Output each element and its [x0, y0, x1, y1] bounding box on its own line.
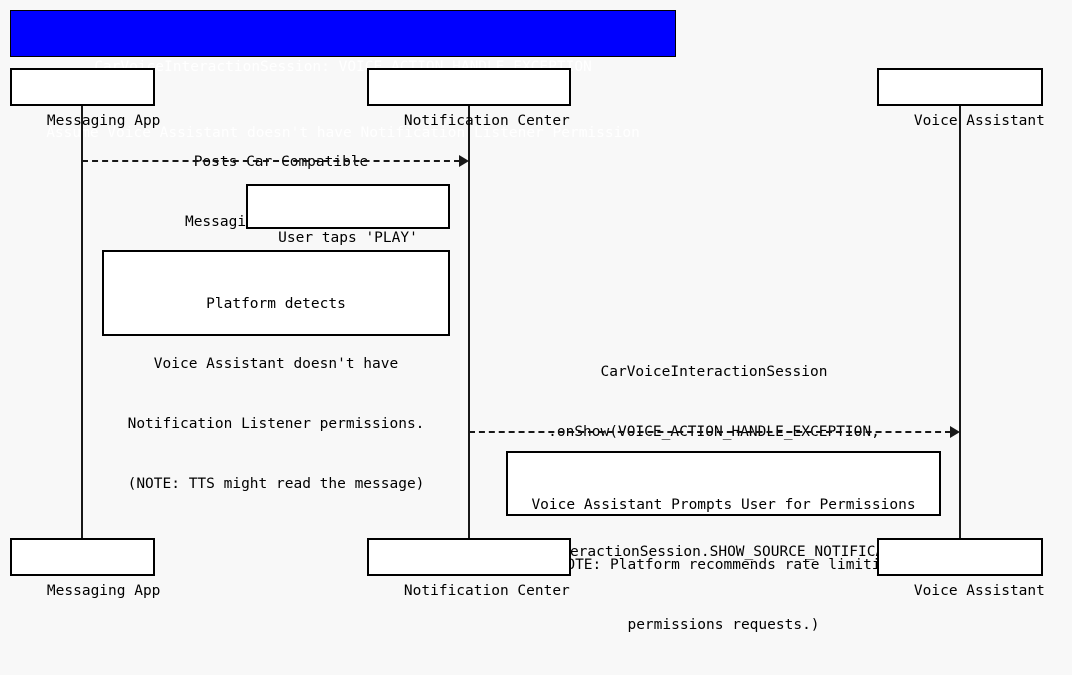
- note-platform-detects-line-3: Notification Listener permissions.: [127, 416, 425, 432]
- note-user-taps-play-line-1: User taps 'PLAY': [278, 230, 418, 246]
- note-platform-detects-line-2: Voice Assistant doesn't have: [153, 356, 399, 372]
- participant-head-messaging-app-label: Messaging App: [46, 113, 161, 129]
- message-label-onshow-call-line-4: VoiceInteractionSession.SHOW_SOURCE_NOTI…: [500, 544, 928, 560]
- note-prompts-user-line-1: Voice Assistant Prompts User for Permiss…: [531, 497, 916, 513]
- message-arrow-onshow-call: [469, 431, 951, 433]
- participant-foot-notification-center[interactable]: Notification Center: [367, 538, 571, 599]
- participant-foot-voice-assistant[interactable]: Voice Assistant: [877, 538, 1045, 599]
- diagram-title-line-2: Assume Voice Assistant doesn't have Noti…: [46, 125, 640, 141]
- lifeline-voice-assistant: [959, 105, 961, 538]
- participant-foot-messaging-app-label: Messaging App: [46, 583, 161, 599]
- note-platform-detects: Platform detects Voice Assistant doesn't…: [102, 250, 450, 492]
- diagram-title-banner: CarVoiceInteractionSession: VOICE_ACTION…: [10, 10, 676, 141]
- participant-foot-notification-center-label: Notification Center: [403, 583, 570, 599]
- lifeline-messaging-app: [81, 105, 83, 538]
- participant-foot-voice-assistant-label: Voice Assistant: [913, 583, 1045, 599]
- note-platform-detects-line-4: (NOTE: TTS might read the message): [127, 476, 425, 492]
- note-platform-detects-line-1: Platform detects: [206, 296, 346, 312]
- participant-head-messaging-app[interactable]: Messaging App: [10, 68, 160, 129]
- participant-foot-messaging-app[interactable]: Messaging App: [10, 538, 160, 599]
- note-prompts-user: Voice Assistant Prompts User for Permiss…: [506, 451, 941, 633]
- message-arrowhead-posts-notification-icon: [459, 155, 469, 167]
- message-label-onshow-call-line-1: CarVoiceInteractionSession: [600, 364, 828, 380]
- participant-head-notification-center-label: Notification Center: [403, 113, 570, 129]
- participant-head-notification-center[interactable]: Notification Center: [367, 68, 571, 129]
- lifeline-notification-center: [468, 105, 470, 538]
- note-user-taps-play: User taps 'PLAY' on Msg Notification: [246, 184, 450, 306]
- sequence-diagram-canvas: CarVoiceInteractionSession: VOICE_ACTION…: [10, 10, 1045, 633]
- message-label-posts-notification-line-1: Posts Car Compatible: [193, 154, 369, 170]
- note-prompts-user-line-3: permissions requests.): [627, 617, 820, 633]
- message-arrowhead-onshow-call-icon: [950, 426, 960, 438]
- participant-head-voice-assistant-label: Voice Assistant: [913, 113, 1045, 129]
- note-prompts-user-line-2: (NOTE: Platform recommends rate limiting: [548, 557, 899, 573]
- participant-head-voice-assistant[interactable]: Voice Assistant: [877, 68, 1045, 129]
- message-arrow-posts-notification: [82, 160, 460, 162]
